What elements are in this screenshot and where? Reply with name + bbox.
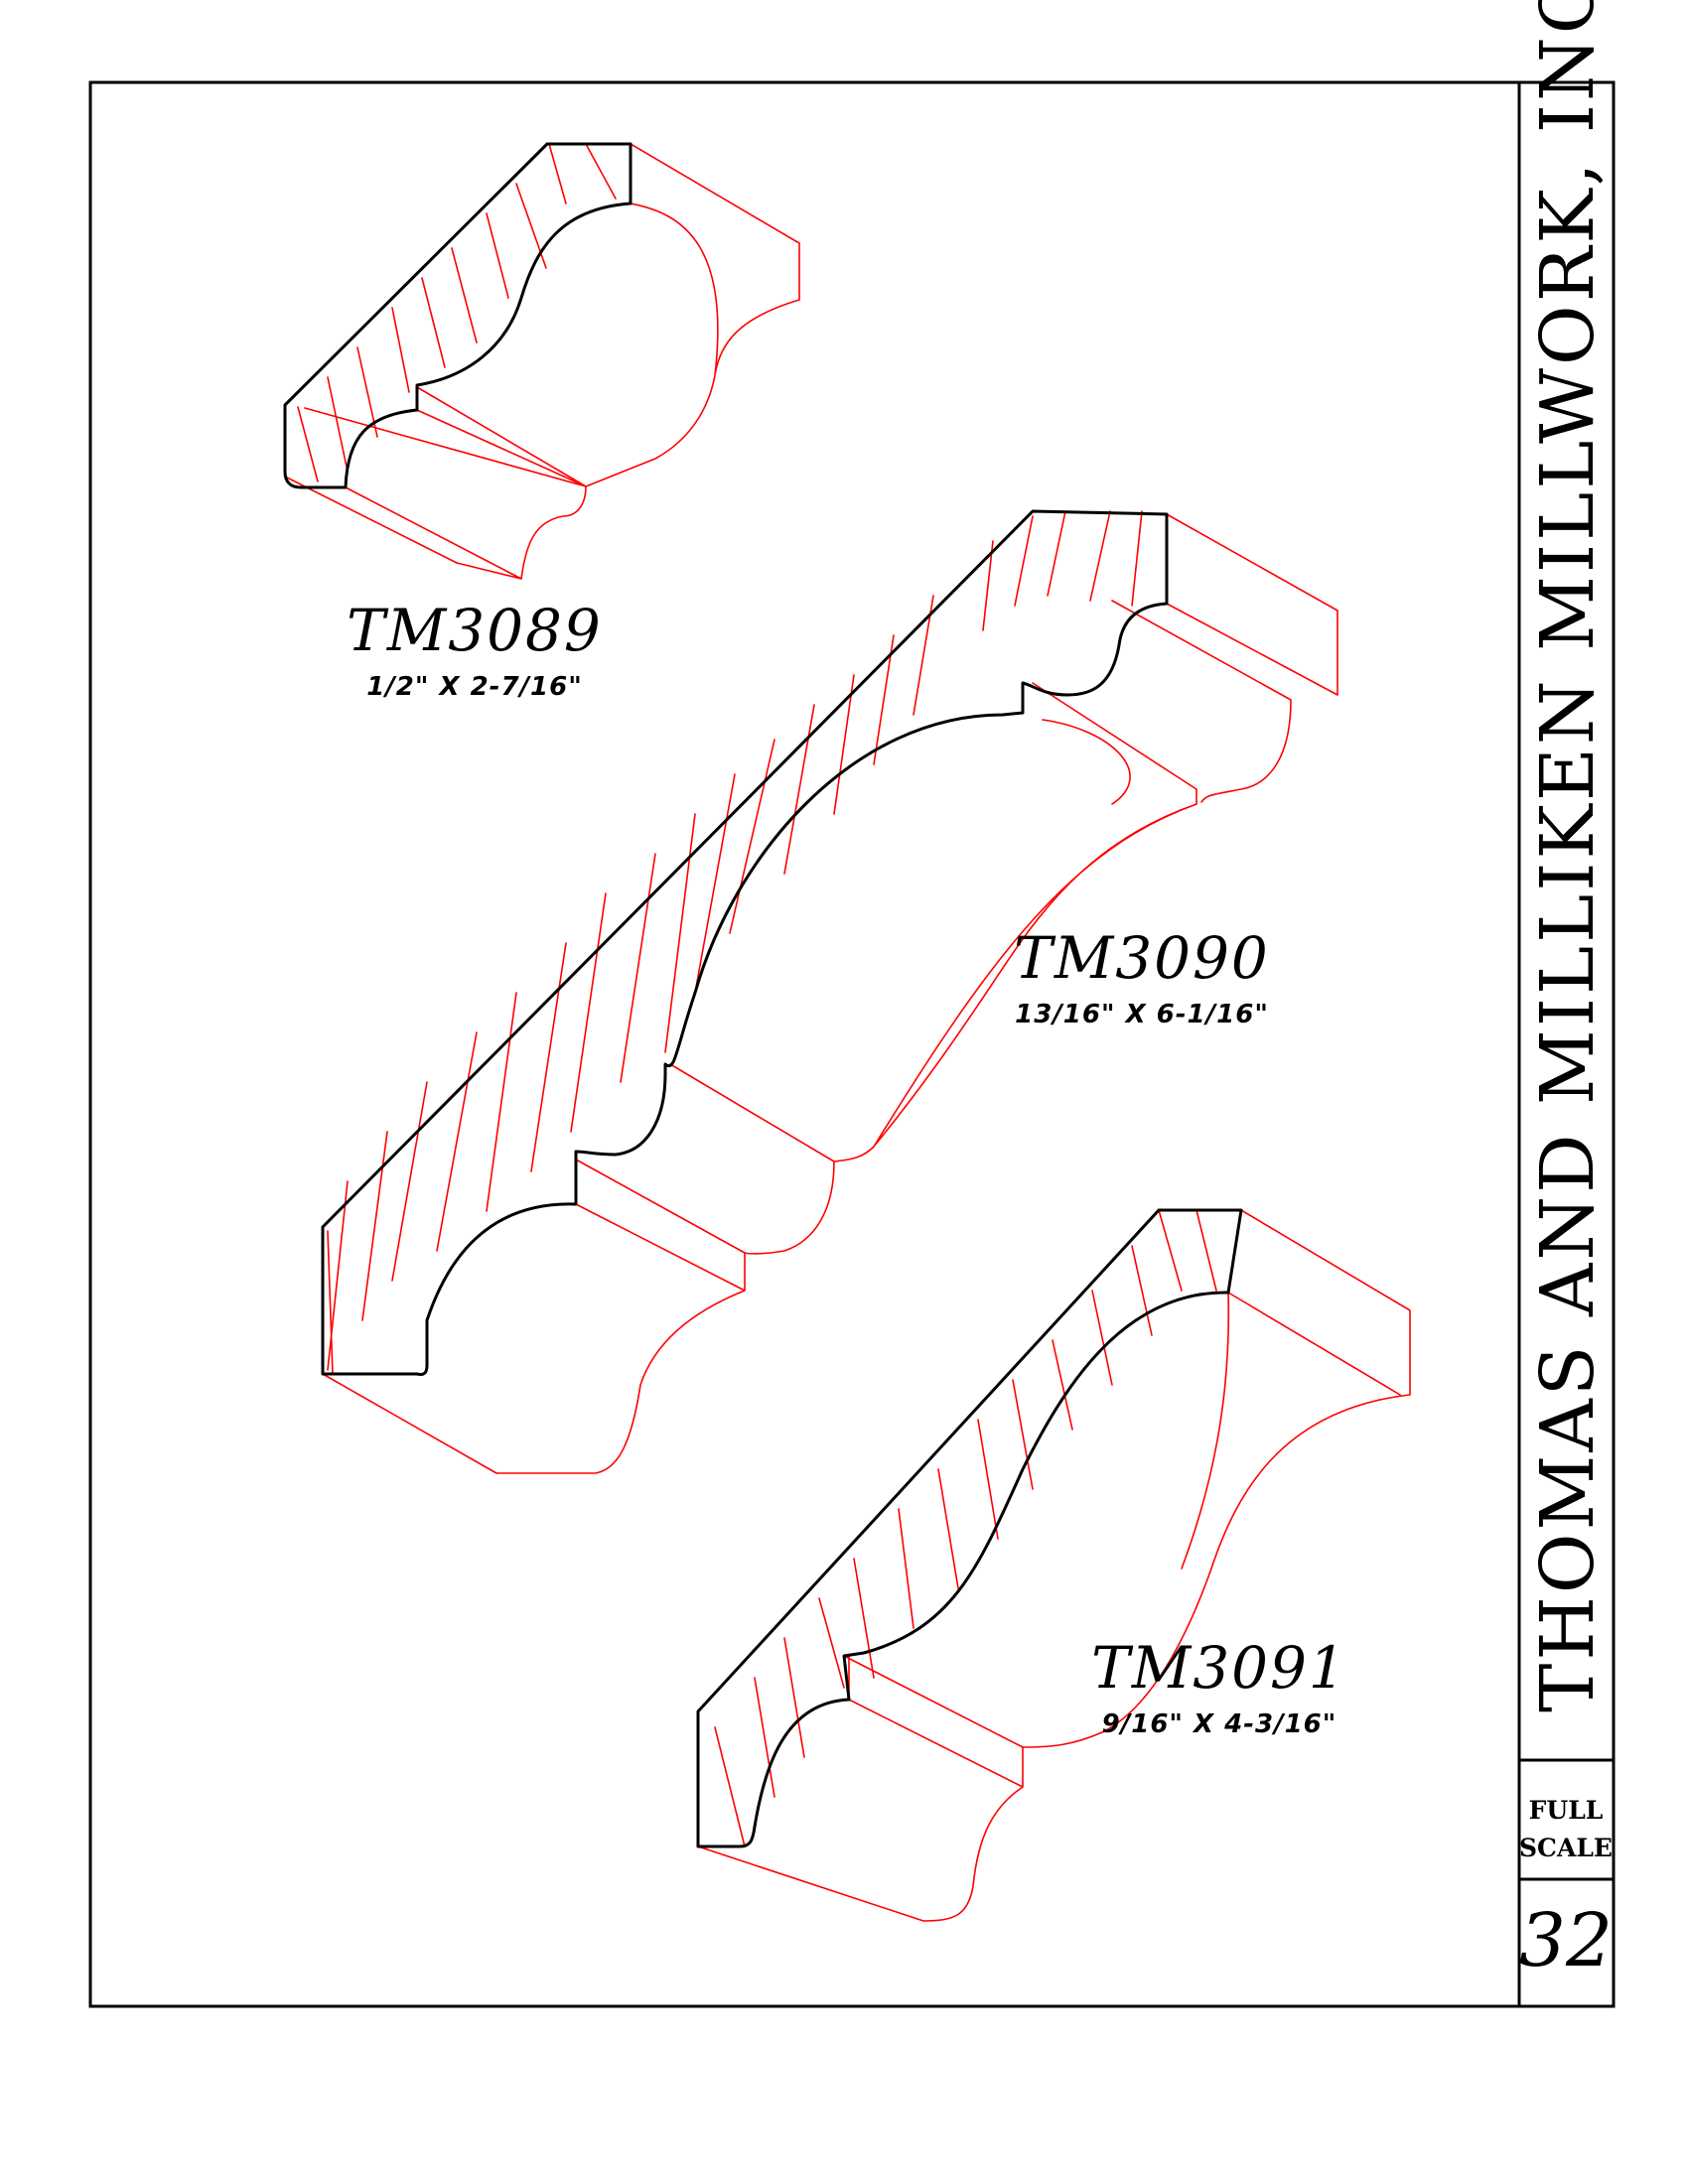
profile-tm3090-drawing (321, 509, 1338, 1474)
tm3090-grain (327, 510, 1143, 1375)
page-number: 32 (1519, 1898, 1613, 1983)
tm3090-profile-outline (321, 509, 1169, 1376)
tm3091-part-number: TM3091 (1091, 1634, 1347, 1702)
company-name: THOMAS AND MILLIKEN MILLWORK, INC. (1525, 0, 1611, 1712)
tm3091-grain (714, 1209, 1217, 1847)
scale-label-line1: FULL (1529, 1796, 1604, 1825)
profile-tm3091-drawing (696, 1208, 1411, 1922)
tm3091-dimensions: 9/16" X 4-3/16" (1102, 1709, 1337, 1739)
tm3090-dimensions: 13/16" X 6-1/16" (1015, 1000, 1269, 1029)
tm3090-extrusion (322, 513, 1338, 1474)
tm3089-profile-outline (283, 142, 633, 489)
company-name-box (1517, 80, 1616, 1762)
scale-label-line2: SCALE (1519, 1834, 1613, 1862)
tm3091-profile-outline (696, 1208, 1243, 1848)
tm3089-part-number: TM3089 (347, 597, 603, 664)
tm3090-part-number: TM3090 (1014, 924, 1270, 992)
page-number-box (1517, 1877, 1616, 2008)
tm3089-dimensions: 1/2" X 2-7/16" (366, 672, 583, 702)
tm3089-grain (297, 143, 617, 482)
tm3091-extrusion (697, 1209, 1411, 1922)
profile-tm3089-drawing (283, 142, 800, 580)
tm3089-extrusion (284, 143, 800, 580)
